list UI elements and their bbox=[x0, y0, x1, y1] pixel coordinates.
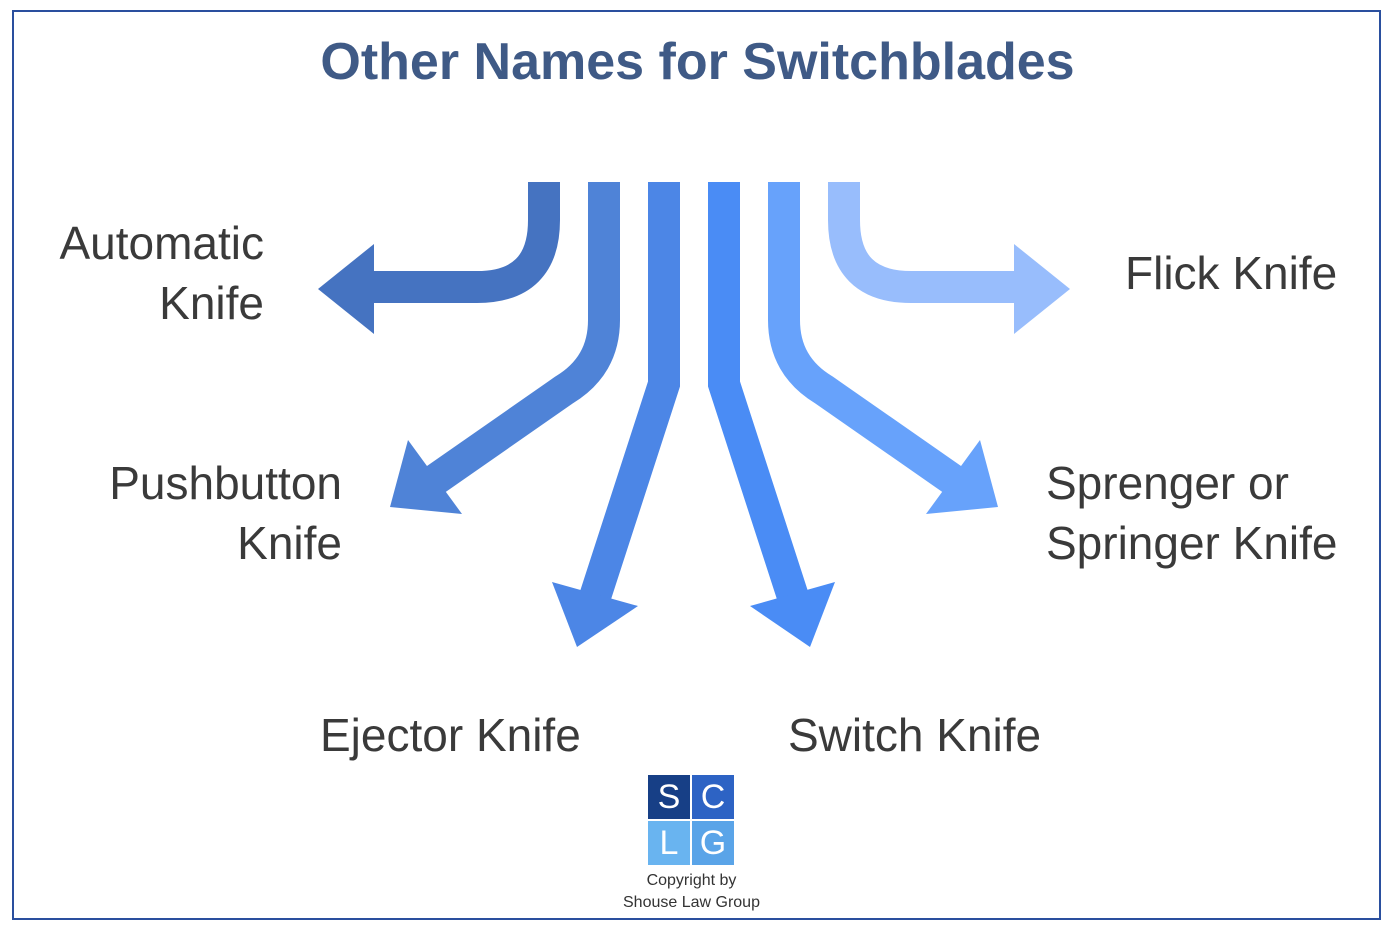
label-switch-knife: Switch Knife bbox=[788, 709, 1042, 761]
arrow-flick bbox=[828, 182, 1070, 334]
label-pushbutton-line2: Knife bbox=[237, 517, 342, 569]
diagram-frame bbox=[12, 10, 1381, 920]
arrow-ejector bbox=[552, 182, 680, 647]
arrow-sprenger-shaft bbox=[768, 182, 966, 496]
arrow-pushbutton-head bbox=[390, 440, 462, 514]
arrow-switch-shaft bbox=[708, 182, 810, 605]
copyright-line2: Shouse Law Group bbox=[623, 894, 760, 911]
logo-letter-l: L bbox=[648, 821, 690, 865]
arrow-ejector-head bbox=[552, 582, 638, 647]
copyright-notice: Copyright by Shouse Law Group bbox=[0, 870, 1383, 914]
label-pushbutton-knife: Pushbutton Knife bbox=[109, 453, 342, 573]
arrow-flick-shaft bbox=[828, 182, 1018, 303]
label-automatic-line2: Knife bbox=[159, 277, 264, 329]
label-pushbutton-line1: Pushbutton bbox=[109, 457, 342, 509]
label-automatic-line1: Automatic bbox=[59, 217, 264, 269]
arrow-automatic-head bbox=[318, 244, 374, 334]
label-automatic-knife: Automatic Knife bbox=[59, 213, 264, 333]
page-title: Other Names for Switchblades bbox=[320, 33, 1075, 91]
arrow-pushbutton bbox=[390, 182, 620, 514]
label-sprenger-line1: Sprenger or bbox=[1046, 457, 1289, 509]
arrow-sprenger-head bbox=[926, 440, 998, 514]
label-sprenger-line2: Springer Knife bbox=[1046, 517, 1338, 569]
arrow-switch-head bbox=[750, 582, 835, 647]
label-flick-knife: Flick Knife bbox=[1125, 247, 1338, 299]
logo-letter-c: C bbox=[692, 775, 734, 819]
arrow-sprenger bbox=[768, 182, 998, 514]
arrow-pushbutton-shaft bbox=[422, 182, 620, 496]
logo-letter-g: G bbox=[692, 821, 734, 865]
label-ejector-knife: Ejector Knife bbox=[320, 709, 581, 761]
arrow-flick-head bbox=[1014, 244, 1070, 334]
logo-letter-s: S bbox=[648, 775, 690, 819]
arrow-automatic bbox=[318, 182, 560, 334]
arrow-switch bbox=[708, 182, 835, 647]
arrow-ejector-shaft bbox=[578, 182, 680, 605]
copyright-line1: Copyright by bbox=[646, 872, 737, 889]
label-sprenger-knife: Sprenger or Springer Knife bbox=[1046, 453, 1338, 573]
arrow-automatic-shaft bbox=[370, 182, 560, 303]
sclg-logo: S C L G bbox=[648, 775, 734, 867]
